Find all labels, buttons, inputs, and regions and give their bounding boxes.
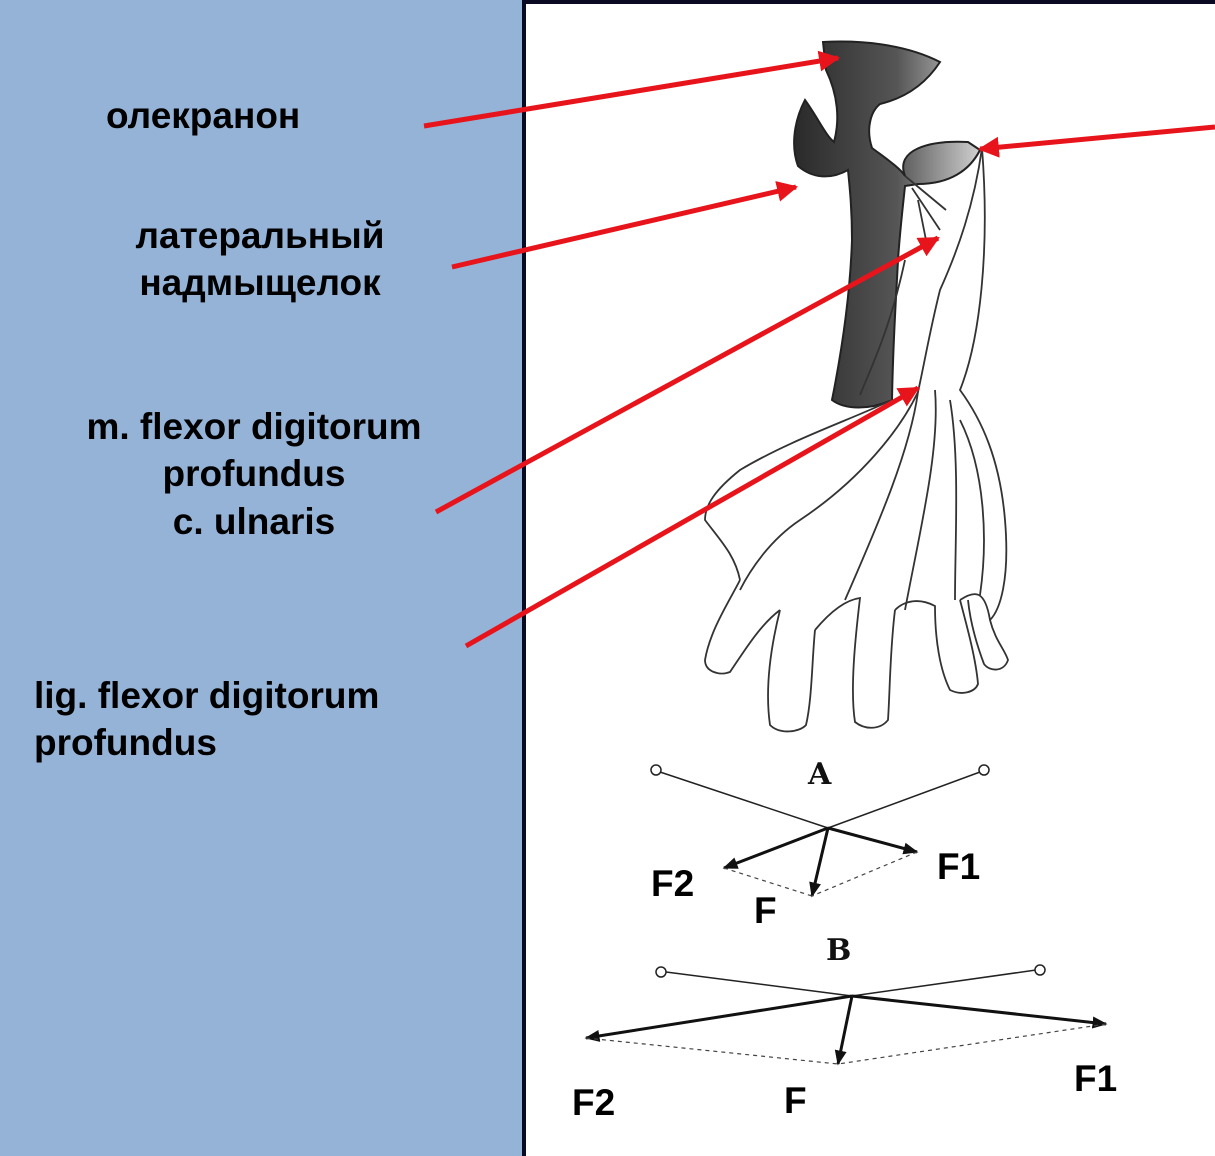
diagram-a-f: F — [754, 890, 777, 932]
diagram-b-f: F — [784, 1080, 807, 1122]
arrow-fdp-ligament — [466, 388, 918, 646]
bone-shape — [794, 42, 980, 408]
diagram-b-title: B — [826, 933, 851, 968]
diagram-a-f2: F2 — [651, 863, 694, 905]
arrow-lateral-epicondyle — [452, 187, 796, 267]
diagram-a-f1: F1 — [937, 846, 980, 888]
arrow-right-offscreen — [980, 127, 1215, 149]
diagram-a-title: A — [808, 757, 831, 792]
force-diagram-b — [586, 965, 1106, 1064]
diagram-b-f1: F1 — [1074, 1058, 1117, 1100]
diagram-b-f2: F2 — [572, 1082, 615, 1124]
arrow-olecranon — [424, 58, 838, 126]
